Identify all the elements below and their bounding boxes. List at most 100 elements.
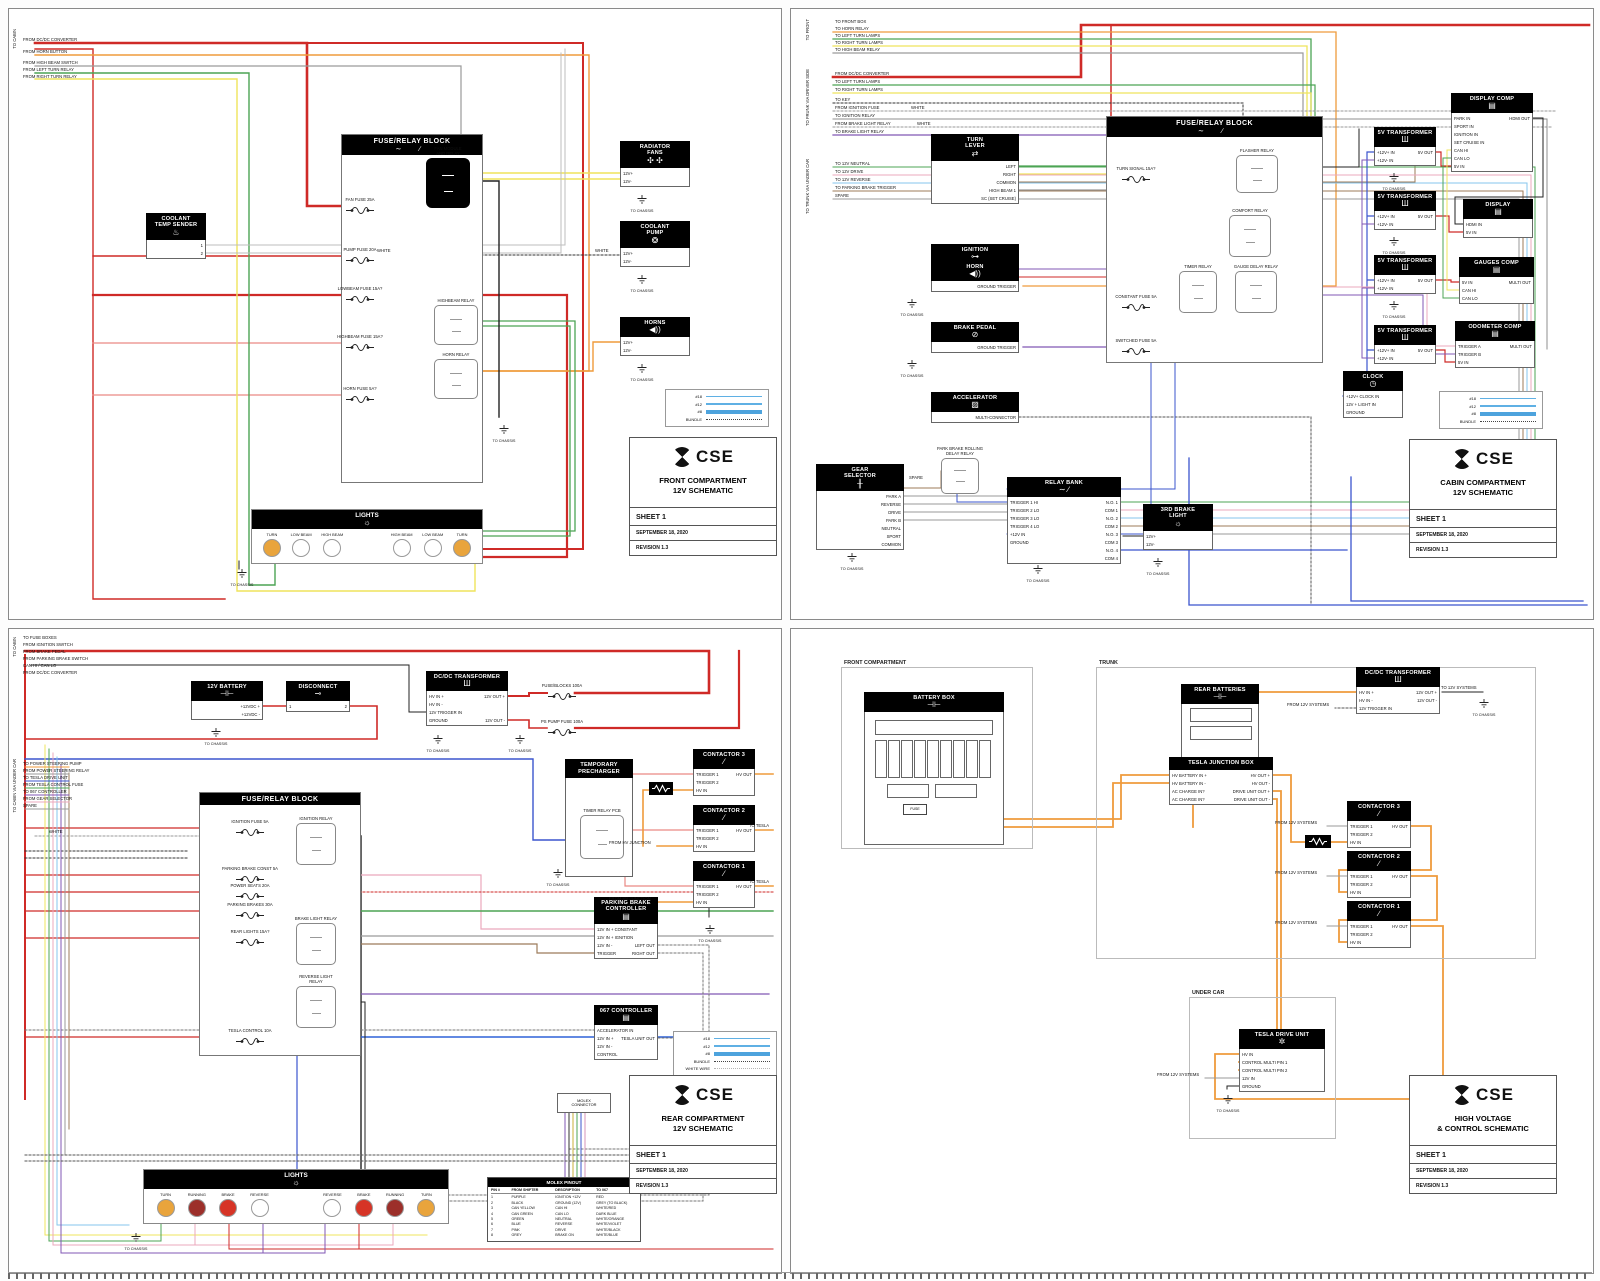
wire-label: FROM RIGHT TURN RELAY [23, 74, 77, 79]
pin-label: 12V + LIGHT IN [1346, 401, 1376, 407]
component-radiator-fans: RADIATOR FANS✣ ✣12V+12V- [620, 141, 690, 187]
pin-label: 5V IN [1454, 163, 1465, 169]
wire-label: FROM DC/DC CONVERTER [23, 37, 78, 42]
component-header: COOLANT TEMP SENDER♨ [146, 213, 206, 240]
chassis-ground: TO CHASSIS [487, 421, 521, 443]
wire-label: TO RIGHT TURN LAMPS [835, 87, 883, 92]
pin-row: TRIGGER B [1456, 350, 1534, 358]
ground-label: TO CHASSIS [508, 749, 532, 753]
component-title: 12V BATTERY [207, 683, 247, 690]
bulb-circle [292, 539, 311, 557]
fuse-label: TURN SIGNAL 15A? [1116, 166, 1156, 171]
logo-row: CSE [1410, 440, 1556, 474]
pin-label: PARK A [886, 493, 901, 499]
component-pins: 12V+12V- [1143, 531, 1213, 550]
sheet-date: SEPTEMBER 18, 2020 [630, 1164, 776, 1179]
table-cell: GREEN [511, 1216, 525, 1221]
pin-label: 12V+ [623, 170, 633, 176]
light-low-beam: LOW BEAM [422, 532, 443, 557]
pin-label: MULTI OUT [1509, 343, 1532, 349]
pin-label: HV OUT [1392, 923, 1408, 929]
component-title: CONTACTOR 1 [1357, 903, 1401, 910]
relay-flasher-relay: FLASHER RELAY [1234, 148, 1280, 193]
ground-label: TO CHASSIS [1382, 251, 1406, 255]
fuse-icon [345, 391, 375, 409]
chassis-ground: TO CHASSIS [1021, 561, 1055, 583]
relay-label: COMFORT RELAY [1232, 208, 1268, 213]
dc-dc-transformer-icon: Ш [1394, 674, 1402, 684]
relay-fan-module-and-relay: FAN MODULE AND RELAY [425, 146, 471, 208]
bulb-label: TURN [420, 1192, 432, 1197]
sheet-revision: REVISION 1.3 [636, 1182, 669, 1189]
chassis-ground: TO CHASSIS [225, 565, 259, 587]
battery-cell [901, 740, 913, 778]
pin-label: DRIVE UNIT OUT - [1233, 796, 1270, 802]
region-label: TRUNK [1097, 660, 1120, 666]
relay-label: REVERSE LIGHT RELAY [299, 974, 333, 984]
component-brake-pedal: BRAKE PEDAL⊘GROUND TRIGGER [931, 322, 1019, 353]
pin-label: +12V+ IN [1377, 213, 1395, 219]
pin-row: HV IN [1348, 938, 1410, 946]
pin-label: HV IN [1350, 939, 1362, 945]
component-pins: GROUND TRIGGER [931, 281, 1019, 292]
region-under-car: UNDER CAR [1189, 990, 1336, 1139]
pin-row: 12V IN + IGNITION [595, 933, 657, 941]
relay-label: TIMER RELAY [1184, 264, 1212, 269]
component-title: COOLANT TEMP SENDER [154, 216, 198, 229]
relay-ignition-relay: IGNITION RELAY [293, 816, 339, 865]
pin-label: HV IN + [1359, 689, 1374, 695]
legend-row: #8 [672, 409, 762, 414]
wire-label: WHITE [49, 829, 63, 834]
pin-row: CAN LO [1460, 294, 1533, 302]
pin-row: HV IN [694, 842, 754, 850]
pin-label: 12V IN - [597, 1043, 613, 1049]
pin-label: HV OUT [736, 771, 752, 777]
pin-row: CONTROL MULTI PIN 1 [1240, 1058, 1324, 1066]
fuse-icon [1121, 299, 1151, 317]
bulb-label: BRAKE [357, 1192, 371, 1197]
bulb-label: RUNNING [386, 1192, 405, 1197]
pin-row: +12V- IN [1375, 284, 1435, 292]
pin-label: SC (SET CRUISE) [981, 195, 1016, 201]
legend-line [714, 1045, 770, 1047]
fuse-label: FUSE/BLOCKS 100A [541, 683, 583, 688]
wire-label: TO FUSE BOXES [23, 635, 57, 640]
ground-label: TO CHASSIS [630, 289, 654, 293]
pin-label: 12V OUT + [484, 693, 505, 699]
sheet-title: FRONT COMPARTMENT 12V SCHEMATIC [630, 470, 776, 508]
bulb-circle [219, 1199, 238, 1217]
component-header: CONTACTOR 2∕ [693, 805, 755, 825]
relay-bank-icon: ∼ ∕ [1058, 484, 1070, 494]
component-header: CONTACTOR 2∕ [1347, 851, 1411, 871]
pin-row: 12V+ [621, 338, 689, 346]
battery-fuse: FUSE [903, 804, 927, 815]
odometer-comp-icon: ▤ [1491, 328, 1499, 338]
fuse-label: PARKING BRAKE CONST 5A [222, 866, 278, 871]
wire-label: TO TESLA DRIVE UNIT [23, 775, 68, 780]
pin-label: TRIGGER 1 [696, 827, 719, 833]
pin-label: GROUND TRIGGER [977, 283, 1016, 289]
component-header: RADIATOR FANS✣ ✣ [620, 141, 690, 168]
sheet-number: SHEET 1 [1410, 1146, 1556, 1164]
pin-row: SPORT IN [1452, 122, 1532, 130]
pin-label: 12V TRIGGER IN [429, 709, 462, 715]
chassis-ground: TO CHASSIS [625, 191, 659, 213]
relay-label: TIMER RELAY PCB [583, 808, 621, 813]
wire-label: TO LEFT TURN LAMPS [835, 33, 881, 38]
pin-label: 1 [200, 242, 203, 248]
pin-label: 12V OUT + [1416, 689, 1437, 695]
light-low-beam: LOW BEAM [291, 532, 312, 557]
wire-label: FROM DC/DC CONVERTER [23, 670, 78, 675]
block-title: FUSE/RELAY BLOCK [1176, 120, 1253, 127]
